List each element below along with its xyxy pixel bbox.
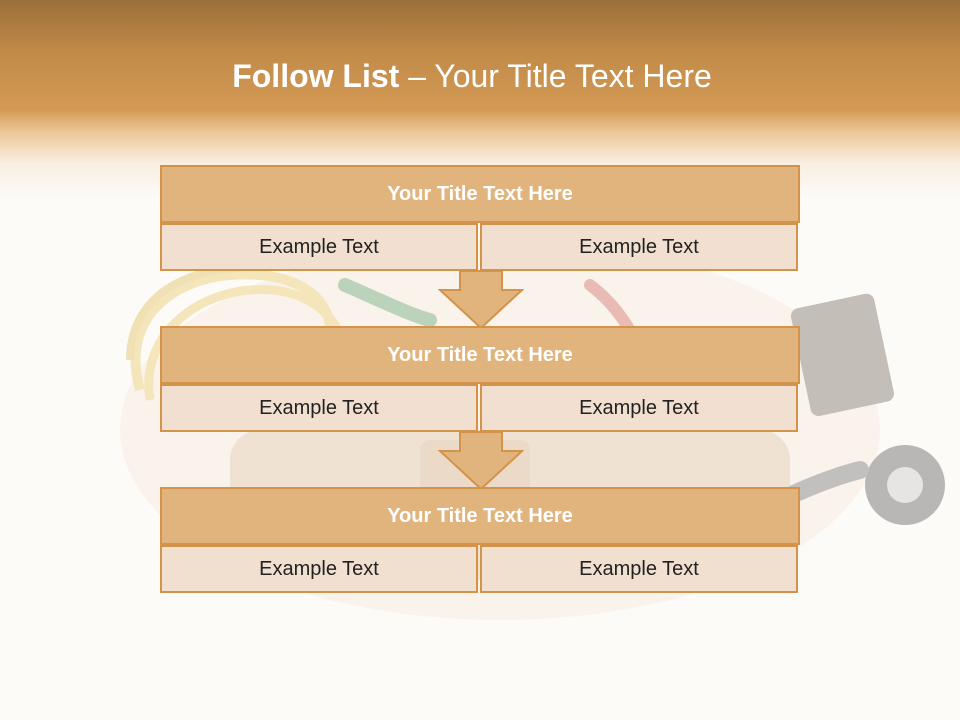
list-block-cell-left: Example Text — [160, 223, 478, 271]
list-block-cell-right: Example Text — [480, 223, 798, 271]
list-block-cell-right: Example Text — [480, 384, 798, 432]
slide-title-separator: – — [399, 58, 435, 94]
list-block-3: Your Title Text Here Example Text Exampl… — [160, 487, 800, 593]
list-block-title: Your Title Text Here — [160, 487, 800, 545]
down-arrow-icon — [438, 270, 524, 330]
slide-title: Follow List – Your Title Text Here — [0, 52, 944, 100]
slide-title-rest: Your Title Text Here — [434, 58, 712, 94]
list-block-title: Your Title Text Here — [160, 165, 800, 223]
list-block-cell-left: Example Text — [160, 384, 478, 432]
down-arrow-icon — [438, 431, 524, 491]
slide-title-bold: Follow List — [232, 58, 400, 94]
list-block-cell-left: Example Text — [160, 545, 478, 593]
list-block-title: Your Title Text Here — [160, 326, 800, 384]
list-block-2: Your Title Text Here Example Text Exampl… — [160, 326, 800, 432]
list-block-1: Your Title Text Here Example Text Exampl… — [160, 165, 800, 271]
list-block-cell-right: Example Text — [480, 545, 798, 593]
